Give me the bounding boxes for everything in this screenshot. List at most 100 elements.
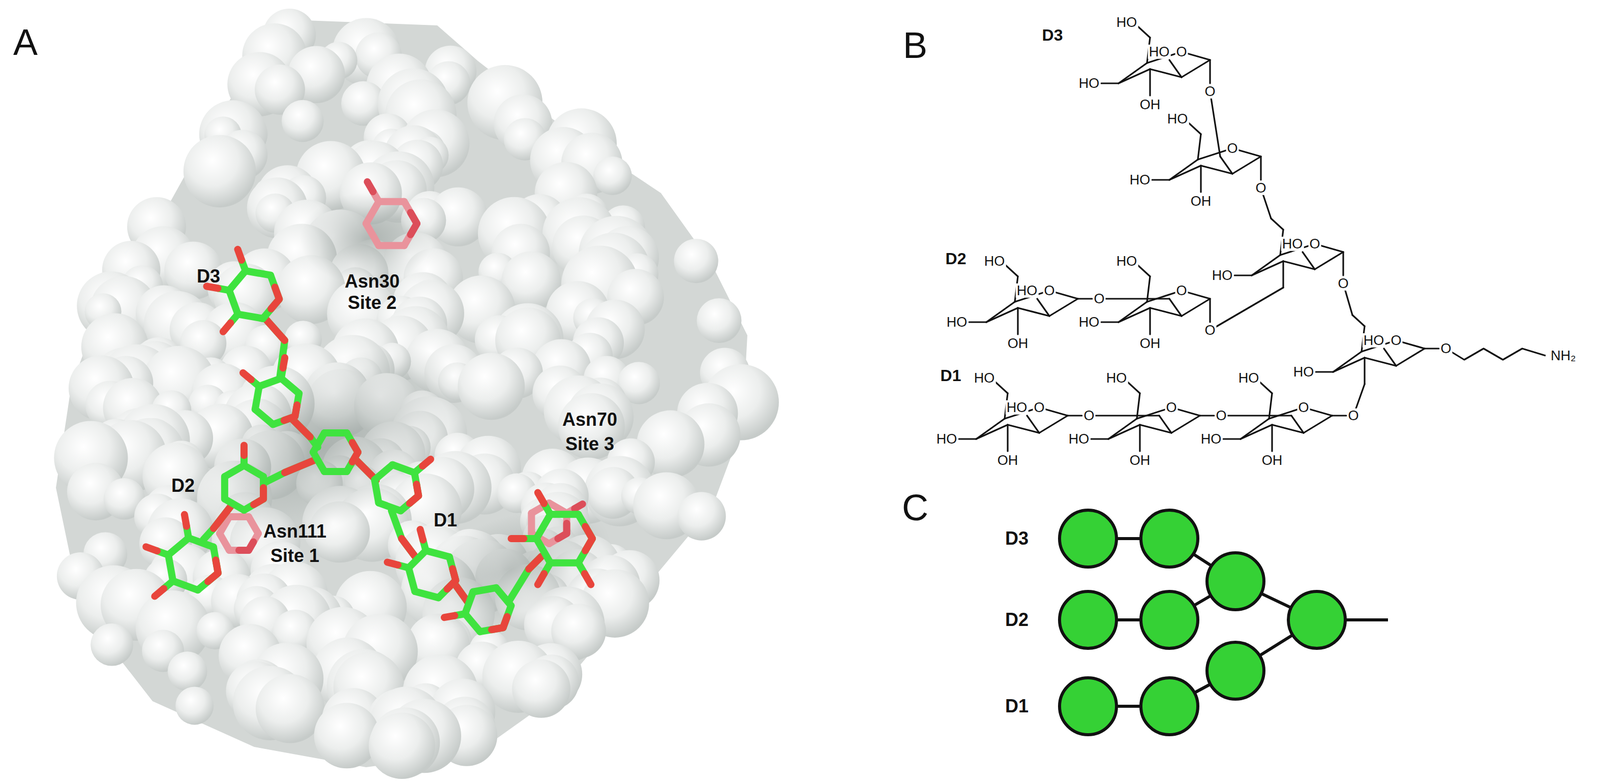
surface-bump [457, 352, 525, 420]
mannose-sticks [537, 574, 545, 585]
mannose-sticks [536, 514, 551, 539]
mannose-sticks [550, 510, 579, 519]
label-holder: Site 2 [347, 293, 397, 313]
glycosidic-stick [264, 317, 285, 379]
branch-label: D1 [433, 510, 458, 531]
mannose-sticks [168, 538, 189, 556]
glycosidic-stick [292, 419, 318, 448]
bond-line [1127, 382, 1140, 394]
label-holder: HO [1166, 111, 1190, 127]
atom-label: O [1203, 84, 1217, 99]
glycosidic-oxygen [292, 419, 311, 438]
label-holder: Site 1 [270, 546, 320, 566]
bond-line [1303, 415, 1333, 434]
bond-line [958, 438, 977, 440]
label-holder: HO [1077, 76, 1101, 91]
label-holder: HO [1281, 236, 1305, 252]
asparagine-sticks [366, 201, 379, 224]
atom-label: O [1082, 408, 1096, 424]
mannose-sticks [145, 547, 158, 552]
mannose-sticks [172, 581, 198, 591]
bond-line [1210, 287, 1284, 331]
surface-groove [299, 193, 433, 285]
label-holder: HO [1211, 268, 1234, 283]
mannose-sticks [536, 538, 551, 564]
atom-label: O [1346, 408, 1360, 424]
label-holder: O [1082, 408, 1096, 424]
asparagine-sticks [557, 523, 567, 539]
bond-line [1149, 308, 1151, 335]
bond-line [995, 382, 1008, 394]
label-holder: D1 [433, 510, 458, 531]
label-holder: O [1203, 84, 1217, 99]
mannose-sticks [444, 616, 455, 619]
mannose-sticks [550, 559, 579, 567]
mannose-sticks [426, 551, 450, 558]
glycan-schematic [1059, 510, 1388, 736]
surface-bump [167, 651, 208, 692]
glycosidic-oxygen [528, 556, 542, 570]
label-holder: D3 [1005, 529, 1029, 549]
atom-label: O [1214, 408, 1228, 424]
mannose-sticks [446, 568, 456, 590]
bond-line [1118, 302, 1147, 323]
label-holder: O [1346, 408, 1360, 424]
bond-line [1271, 218, 1284, 230]
mannose-symbol [1206, 642, 1264, 700]
residue-label: Asn111 [263, 522, 327, 542]
label-holder: NH₂ [1549, 348, 1577, 364]
label-holder: HO [945, 315, 969, 330]
mannose-sticks [270, 287, 280, 310]
branch-label: D3 [196, 266, 221, 287]
atom-label: O [1174, 283, 1188, 298]
bond-line [1101, 321, 1119, 323]
label-holder: D3 [1042, 26, 1064, 45]
mannose-sticks [491, 617, 508, 631]
mannose-sticks [419, 529, 424, 541]
mannose-sticks [352, 442, 358, 463]
label-holder: D2 [171, 476, 195, 496]
label-holder: C [901, 489, 929, 528]
bond-line [1199, 165, 1202, 193]
bond-line [1240, 418, 1270, 440]
atom-label: OH [1260, 453, 1284, 468]
atom-label: O [1336, 276, 1350, 291]
mannose-sticks [585, 526, 593, 552]
atom-label: O [1296, 400, 1310, 415]
label-holder: O [1214, 408, 1228, 424]
atom-label: HO [1115, 254, 1139, 269]
atom-label: HO [1362, 333, 1386, 348]
atom-label: HO [1281, 236, 1305, 252]
label-holder: Asn30 [344, 272, 400, 292]
label-holder: HO [1067, 432, 1091, 447]
glycosidic-oxygen [264, 317, 285, 341]
label-holder: HO [1362, 333, 1386, 348]
label-holder: Site 3 [565, 434, 615, 455]
pentyl-chain [1445, 348, 1546, 360]
label-holder: HO [1199, 432, 1223, 447]
label-holder: HO [1148, 44, 1171, 59]
label-holder: HO [1115, 254, 1139, 269]
label-holder: HO [983, 254, 1007, 269]
mannose-sticks [237, 249, 243, 261]
bond-line [1181, 298, 1211, 317]
atom-label: O [1439, 341, 1453, 356]
glycosidic-stick [203, 505, 232, 540]
label-holder: O [1164, 400, 1178, 415]
atom-label: HO [1292, 365, 1316, 380]
bond-line [1342, 252, 1344, 276]
atom-label: O [1225, 141, 1239, 156]
bond-line [1302, 252, 1315, 270]
bond-line [1006, 425, 1009, 452]
label-holder: D2 [1005, 610, 1029, 630]
atom-label: HO [945, 315, 969, 330]
bond-line [1049, 298, 1078, 317]
asparagine-sticks [366, 223, 379, 246]
bond-line [1271, 425, 1273, 452]
atom-label: O [1164, 400, 1178, 415]
asparagine-sticks [367, 182, 374, 192]
label-holder: O [1174, 44, 1188, 59]
glycan-sticks [145, 182, 593, 632]
label-holder: OH [1260, 453, 1284, 468]
